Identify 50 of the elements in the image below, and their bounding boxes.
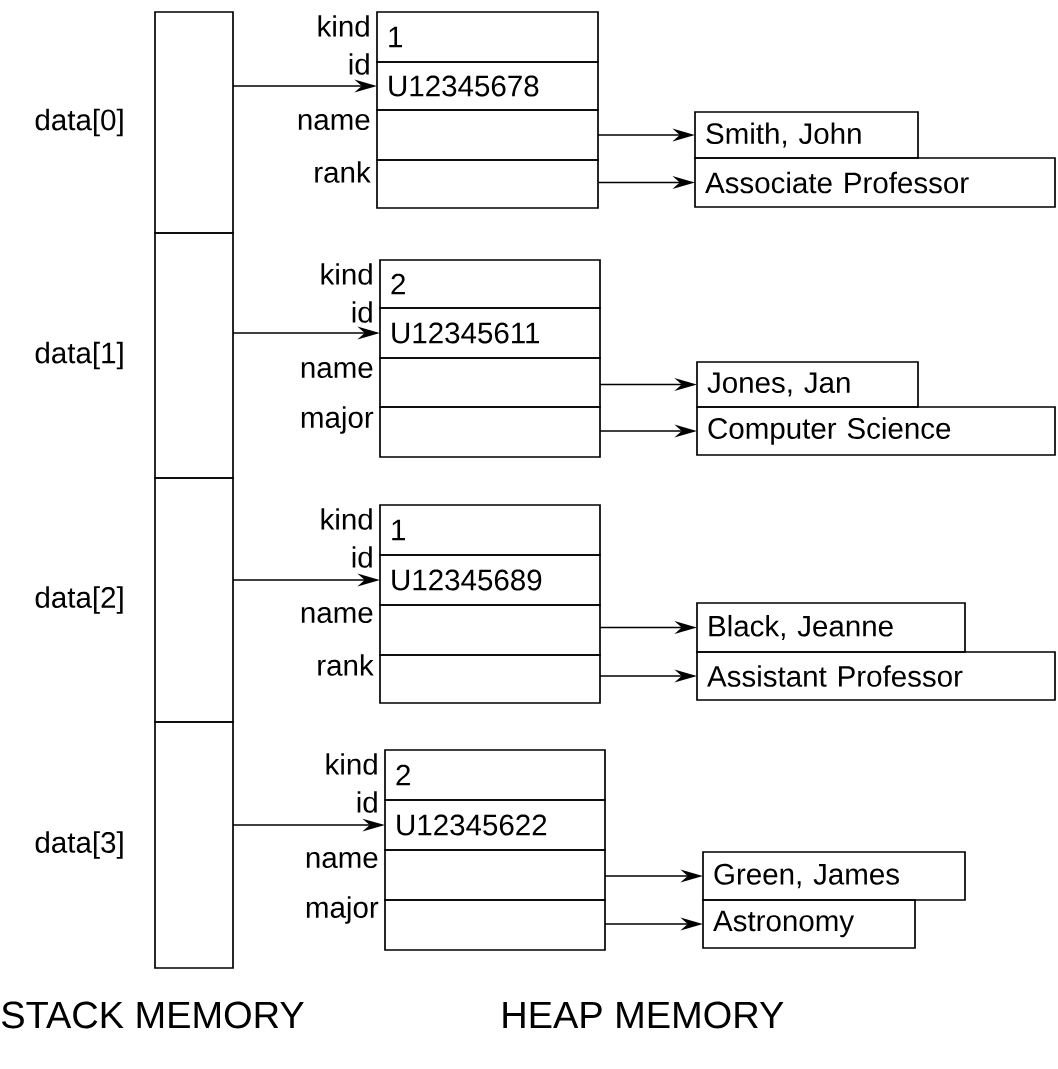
string-box: Black, Jeanne: [696, 602, 966, 653]
field-label: id: [352, 546, 372, 568]
string-box: Assistant Professor: [696, 651, 1056, 701]
string-box: Smith, John: [694, 111, 919, 159]
field-label: name: [301, 606, 373, 624]
stack-cell: [154, 232, 234, 479]
field-label: name: [306, 851, 378, 869]
field-label: id: [349, 53, 369, 75]
record-field: U12345622: [384, 799, 606, 851]
index-label: data[3]: [35, 831, 123, 859]
record-field: U12345689: [379, 554, 601, 606]
record-field: U12345611: [379, 307, 601, 359]
record-field: 2: [384, 749, 606, 801]
index-label: data[1]: [35, 341, 123, 370]
stack-cell: [154, 477, 234, 723]
record-field: [376, 109, 599, 161]
field-label: kind: [321, 508, 372, 530]
field-label: id: [352, 301, 372, 323]
record-field: [384, 849, 606, 901]
record-field: [384, 899, 606, 951]
field-label: major: [306, 896, 379, 924]
section-label: HEAP MEMORY: [503, 1001, 784, 1029]
field-label: rank: [318, 654, 374, 676]
stack-cell: [154, 11, 234, 234]
section-label: STACK MEMORY: [2, 1001, 304, 1029]
field-label: rank: [315, 161, 371, 183]
record-field: [379, 357, 601, 408]
field-label: name: [301, 361, 373, 379]
string-box: Green, James: [702, 851, 966, 901]
record-field: 2: [379, 259, 601, 309]
string-box: Computer Science: [696, 406, 1056, 456]
field-label: name: [298, 113, 370, 131]
record-field: [379, 654, 601, 704]
field-label: kind: [321, 263, 372, 285]
field-label: kind: [326, 753, 377, 775]
string-box: Jones, Jan: [696, 361, 919, 408]
record-field: U12345678: [376, 61, 599, 111]
field-label: id: [357, 791, 377, 813]
record-field: [379, 406, 601, 458]
record-field: [379, 604, 601, 656]
index-label: data[2]: [35, 586, 123, 614]
field-label: kind: [318, 15, 369, 37]
index-label: data[0]: [35, 108, 123, 137]
record-field: 1: [379, 504, 601, 556]
record-field: [376, 159, 599, 209]
string-box: Astronomy: [702, 899, 916, 949]
record-field: 1: [376, 11, 599, 63]
string-box: Associate Professor: [694, 157, 1056, 208]
field-label: major: [301, 406, 374, 434]
stack-cell: [154, 721, 234, 969]
